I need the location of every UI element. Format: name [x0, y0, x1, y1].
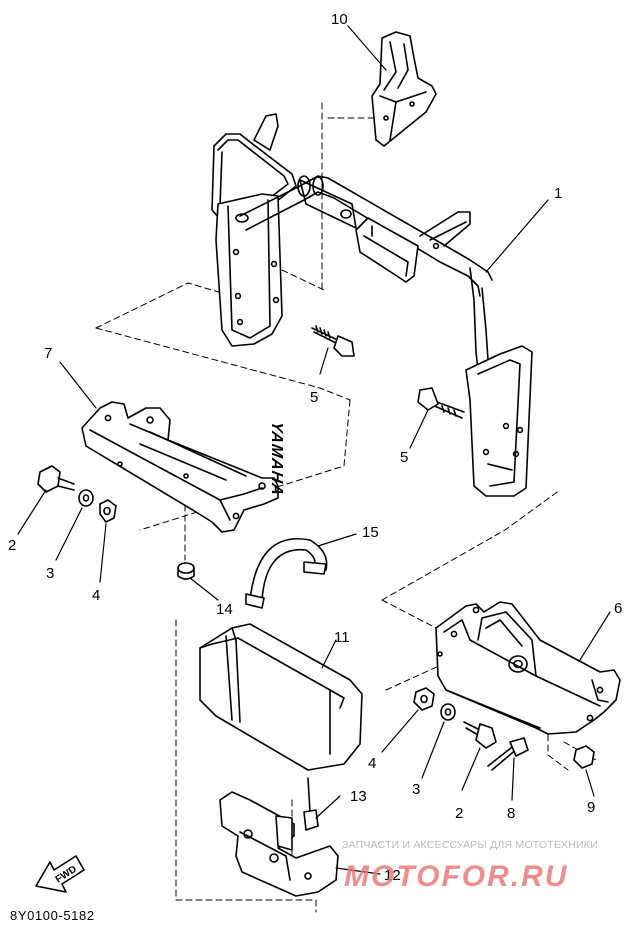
bolt-part-5-lower — [417, 387, 465, 419]
callout-5-upper: 5 — [310, 389, 318, 406]
box-brand-text: YAMAHA — [268, 418, 286, 499]
screw-part-8 — [487, 737, 529, 771]
callout-11: 11 — [334, 629, 350, 646]
callout-4-left: 4 — [92, 587, 100, 604]
callout-labels: 10 1 7 5 5 2 3 4 14 15 6 11 4 3 2 8 9 13… — [8, 11, 622, 884]
callout-10: 10 — [331, 11, 348, 28]
bracket-part-7 — [81, 401, 279, 533]
callout-2-right: 2 — [455, 805, 463, 822]
part-code: 8Y0100-5182 — [10, 908, 95, 923]
watermark: ЗАПЧАСТИ И АКСЕССУАРЫ ДЛЯ МОТОТЕХНИКИ MO… — [342, 839, 598, 893]
callout-1: 1 — [554, 185, 562, 202]
watermark-site: MOTOFOR.RU — [344, 860, 568, 893]
watermark-tagline: ЗАПЧАСТИ И АКСЕССУАРЫ ДЛЯ МОТОТЕХНИКИ — [342, 839, 598, 851]
grommet-part-14 — [177, 562, 195, 580]
callout-3-right: 3 — [412, 781, 420, 798]
bracket-part-12 — [219, 791, 339, 897]
washer-part-3-left — [78, 489, 94, 507]
callout-15: 15 — [362, 524, 379, 541]
bolt-part-5-upper — [311, 325, 355, 357]
callout-9: 9 — [587, 799, 595, 816]
bracket-part-10 — [371, 31, 437, 147]
strap-part-15 — [245, 538, 328, 609]
callout-6: 6 — [614, 600, 622, 617]
nut-part-4-left — [99, 499, 117, 523]
nut-part-4-right — [413, 687, 435, 711]
bolt-part-2-left — [37, 465, 75, 493]
callout-3-left: 3 — [46, 565, 54, 582]
assembly-guide-lines — [95, 102, 597, 913]
washer-part-3-right — [440, 703, 456, 721]
callout-13: 13 — [350, 788, 367, 805]
callout-7: 7 — [44, 345, 52, 362]
callout-14: 14 — [216, 601, 233, 618]
forward-direction-arrow: FWD — [35, 855, 85, 893]
box-part-11: YAMAHA — [199, 418, 363, 771]
callout-4-right: 4 — [368, 755, 376, 772]
bracket-part-6 — [435, 601, 621, 735]
nut-part-9 — [573, 745, 595, 769]
frame-part-1 — [211, 113, 533, 497]
leader-lines — [17, 25, 611, 875]
callout-8: 8 — [507, 805, 515, 822]
callout-12: 12 — [384, 867, 401, 884]
callout-2-left: 2 — [8, 537, 16, 554]
callout-5-lower: 5 — [400, 449, 408, 466]
bolt-part-2-right — [463, 721, 497, 749]
pin-part-13 — [303, 777, 319, 831]
